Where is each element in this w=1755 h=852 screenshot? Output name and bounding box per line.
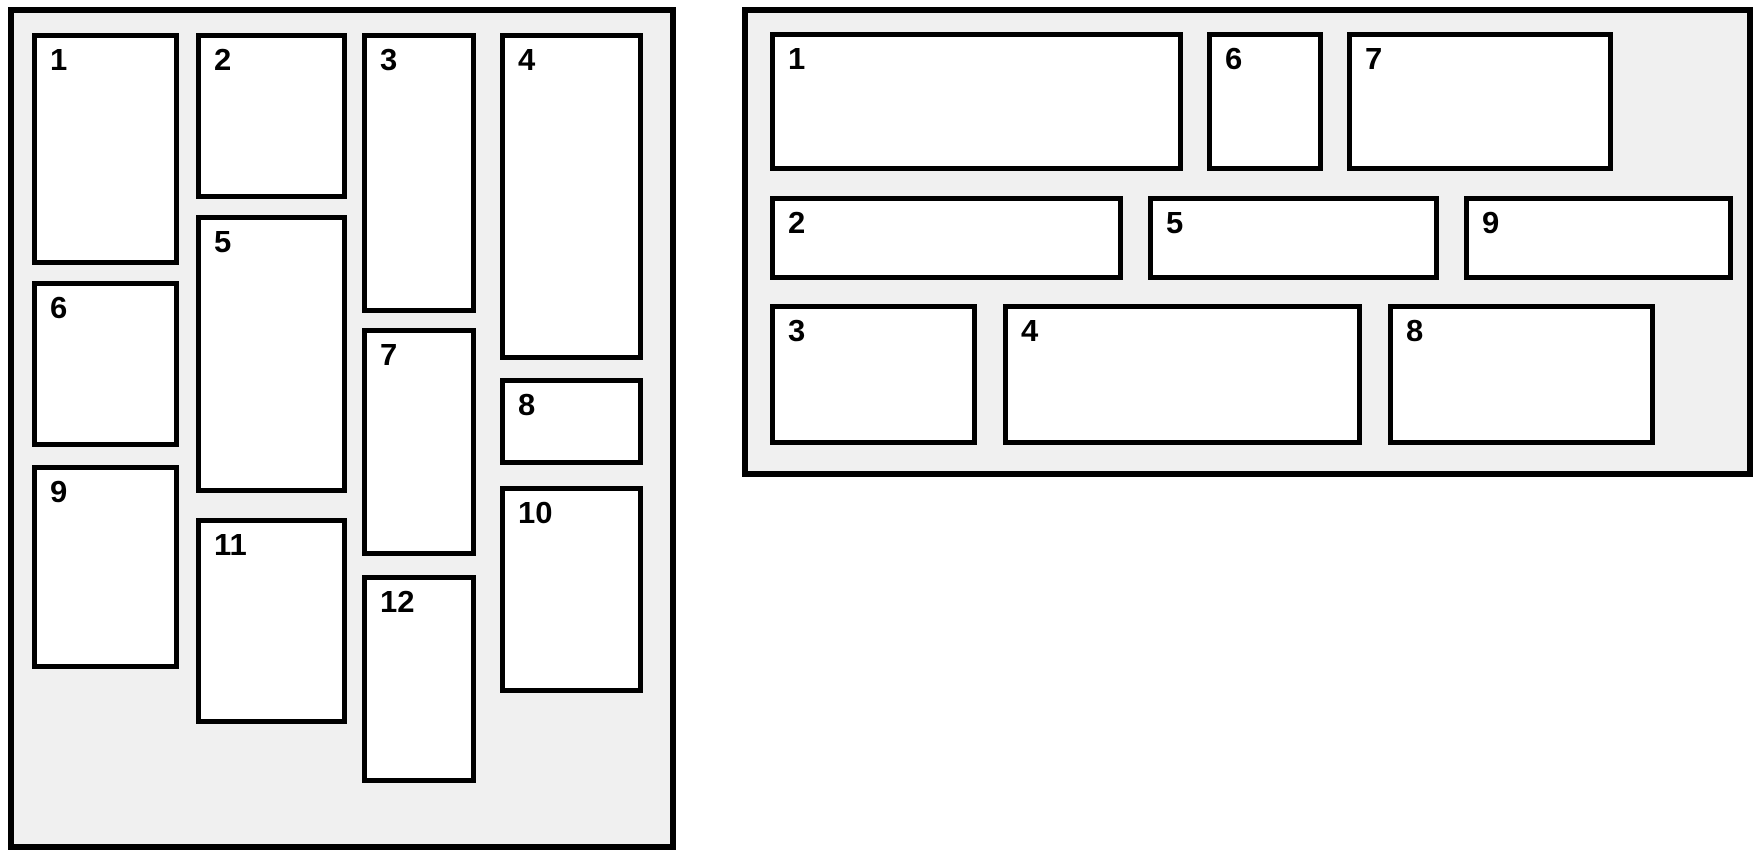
- card-number: 12: [380, 584, 415, 619]
- card-number: 8: [1406, 313, 1424, 348]
- card: 2: [770, 196, 1123, 280]
- card-number: 8: [518, 387, 536, 422]
- card: 5: [1148, 196, 1439, 280]
- card: 6: [32, 281, 179, 447]
- card-number: 6: [1225, 41, 1243, 76]
- card: 4: [1003, 304, 1362, 445]
- card-number: 10: [518, 495, 553, 530]
- card-number: 9: [50, 474, 68, 509]
- card: 3: [362, 33, 476, 313]
- card: 11: [196, 518, 347, 724]
- card: 2: [196, 33, 347, 199]
- card: 6: [1207, 32, 1323, 171]
- card: 1: [32, 33, 179, 265]
- card-number: 2: [214, 42, 232, 77]
- card: 7: [1347, 32, 1613, 171]
- card-number: 5: [1166, 205, 1184, 240]
- card-number: 3: [788, 313, 806, 348]
- card: 12: [362, 575, 476, 783]
- card: 1: [770, 32, 1183, 171]
- card-number: 7: [1365, 41, 1383, 76]
- card-number: 1: [788, 41, 806, 76]
- card-number: 3: [380, 42, 398, 77]
- card: 9: [32, 465, 179, 669]
- card: 10: [500, 486, 643, 693]
- card-number: 6: [50, 290, 68, 325]
- card-number: 11: [214, 527, 247, 562]
- card-number: 2: [788, 205, 806, 240]
- card-number: 4: [518, 42, 536, 77]
- card: 8: [500, 378, 643, 465]
- card: 4: [500, 33, 643, 360]
- card: 5: [196, 215, 347, 493]
- card-number: 9: [1482, 205, 1500, 240]
- card-number: 4: [1021, 313, 1039, 348]
- card: 3: [770, 304, 977, 445]
- card: 9: [1464, 196, 1733, 280]
- card-number: 1: [50, 42, 68, 77]
- card-number: 5: [214, 224, 232, 259]
- masonry-rows-panel: 1 2 3 4 5 6 7 8 9: [742, 7, 1753, 477]
- card-number: 7: [380, 337, 398, 372]
- card: 7: [362, 328, 476, 556]
- card: 8: [1388, 304, 1655, 445]
